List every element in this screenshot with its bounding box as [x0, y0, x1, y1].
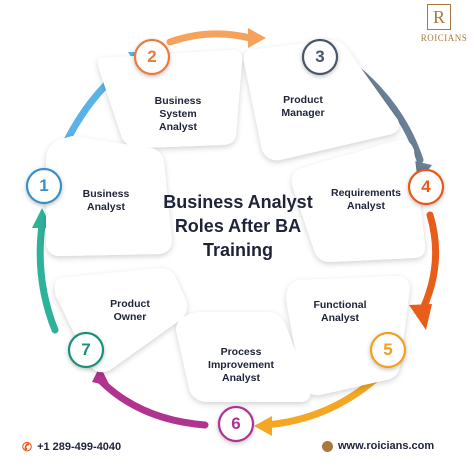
badge-ring-6	[217, 405, 255, 443]
brand-name: ROICIANS	[420, 33, 468, 43]
role-label-4: Requirements Analyst	[330, 187, 402, 212]
badge-number-5: 5	[383, 340, 393, 359]
role-label-3: Product Manager	[281, 94, 325, 119]
petal-3	[243, 40, 400, 161]
petal-1	[46, 136, 172, 256]
badge-number-4: 4	[421, 177, 431, 196]
arrow-head	[409, 304, 432, 330]
arrow-head	[92, 366, 110, 386]
petal-6	[176, 312, 311, 402]
arrow-head	[248, 28, 266, 48]
badge-number-2: 2	[147, 47, 157, 66]
arc-7-1	[36, 221, 59, 334]
center-title: Business Analyst Roles After BA Training	[163, 192, 313, 260]
arc-6-7	[96, 376, 209, 429]
role-label-1: Business Analyst	[82, 188, 130, 213]
badge-number-3: 3	[315, 47, 325, 66]
badge-number-7: 7	[81, 340, 91, 359]
badge-ring-5	[369, 331, 407, 369]
role-label-7: Product Owner	[110, 298, 150, 323]
website-url: www.roicians.com	[338, 440, 435, 452]
phone-icon: ✆	[22, 440, 33, 454]
badge-ring-3	[301, 38, 339, 76]
arc-2-3	[166, 30, 254, 46]
badge-number-6: 6	[231, 414, 241, 433]
website-link[interactable]: www.roicians.com	[322, 440, 434, 452]
arrow-head	[254, 416, 272, 436]
role-label-5: Functional Analyst	[313, 299, 367, 324]
phone-contact[interactable]: ✆ +1 289-499-4040	[22, 440, 121, 454]
badge-ring-2	[133, 38, 171, 76]
badge-ring-4	[407, 168, 445, 206]
role-label-2: Business System Analyst	[154, 94, 202, 133]
arc-5-6	[261, 371, 384, 429]
badge-ring-7	[67, 331, 105, 369]
phone-number: +1 289-499-4040	[37, 441, 122, 453]
globe-icon	[322, 440, 333, 452]
brand-logo-mark: R	[427, 4, 451, 30]
badge-ring-1	[25, 167, 63, 205]
petal-2	[98, 50, 243, 148]
petal-4	[291, 139, 426, 262]
badge-number-1: 1	[39, 176, 49, 195]
role-label-6: Process Improvement Analyst	[208, 345, 274, 384]
